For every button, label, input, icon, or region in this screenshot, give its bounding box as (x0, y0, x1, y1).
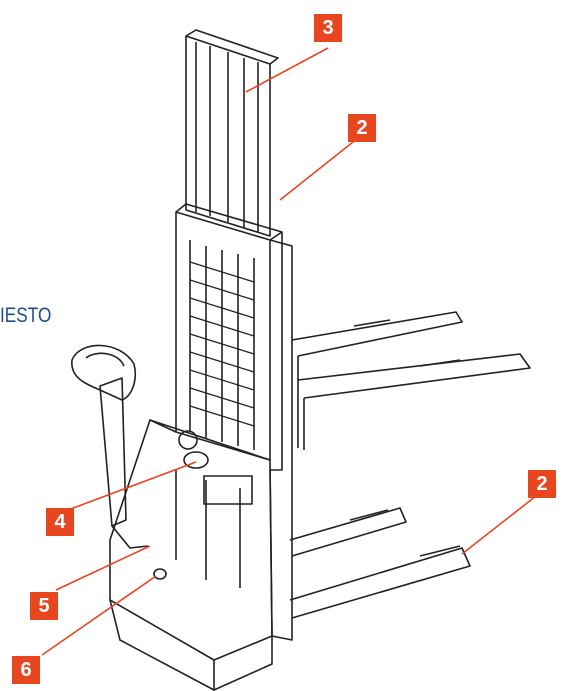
callout-2-right: 2 (528, 470, 556, 498)
leader-line-6 (41, 575, 157, 656)
mast (185, 29, 279, 237)
rear-upright (269, 239, 293, 641)
callout-4: 4 (46, 508, 74, 536)
leader-line-5 (55, 545, 151, 591)
leader-lines (41, 47, 537, 656)
callout-6: 6 (12, 656, 40, 684)
chain-hatching (189, 261, 255, 427)
callout-5: 5 (30, 592, 58, 620)
callout-3: 3 (314, 14, 342, 42)
callout-2-top: 2 (348, 114, 376, 142)
chassis (109, 419, 273, 691)
leader-line-3 (245, 47, 329, 93)
lift-carriage (175, 203, 283, 471)
lower-outriggers (289, 507, 471, 619)
leader-line-4 (67, 461, 197, 511)
leader-line-2-right (461, 495, 537, 555)
tiller-handle (71, 344, 149, 549)
upper-forks (291, 311, 531, 450)
leader-line-2-top (279, 137, 359, 201)
side-label-text: IESTO (0, 304, 52, 327)
